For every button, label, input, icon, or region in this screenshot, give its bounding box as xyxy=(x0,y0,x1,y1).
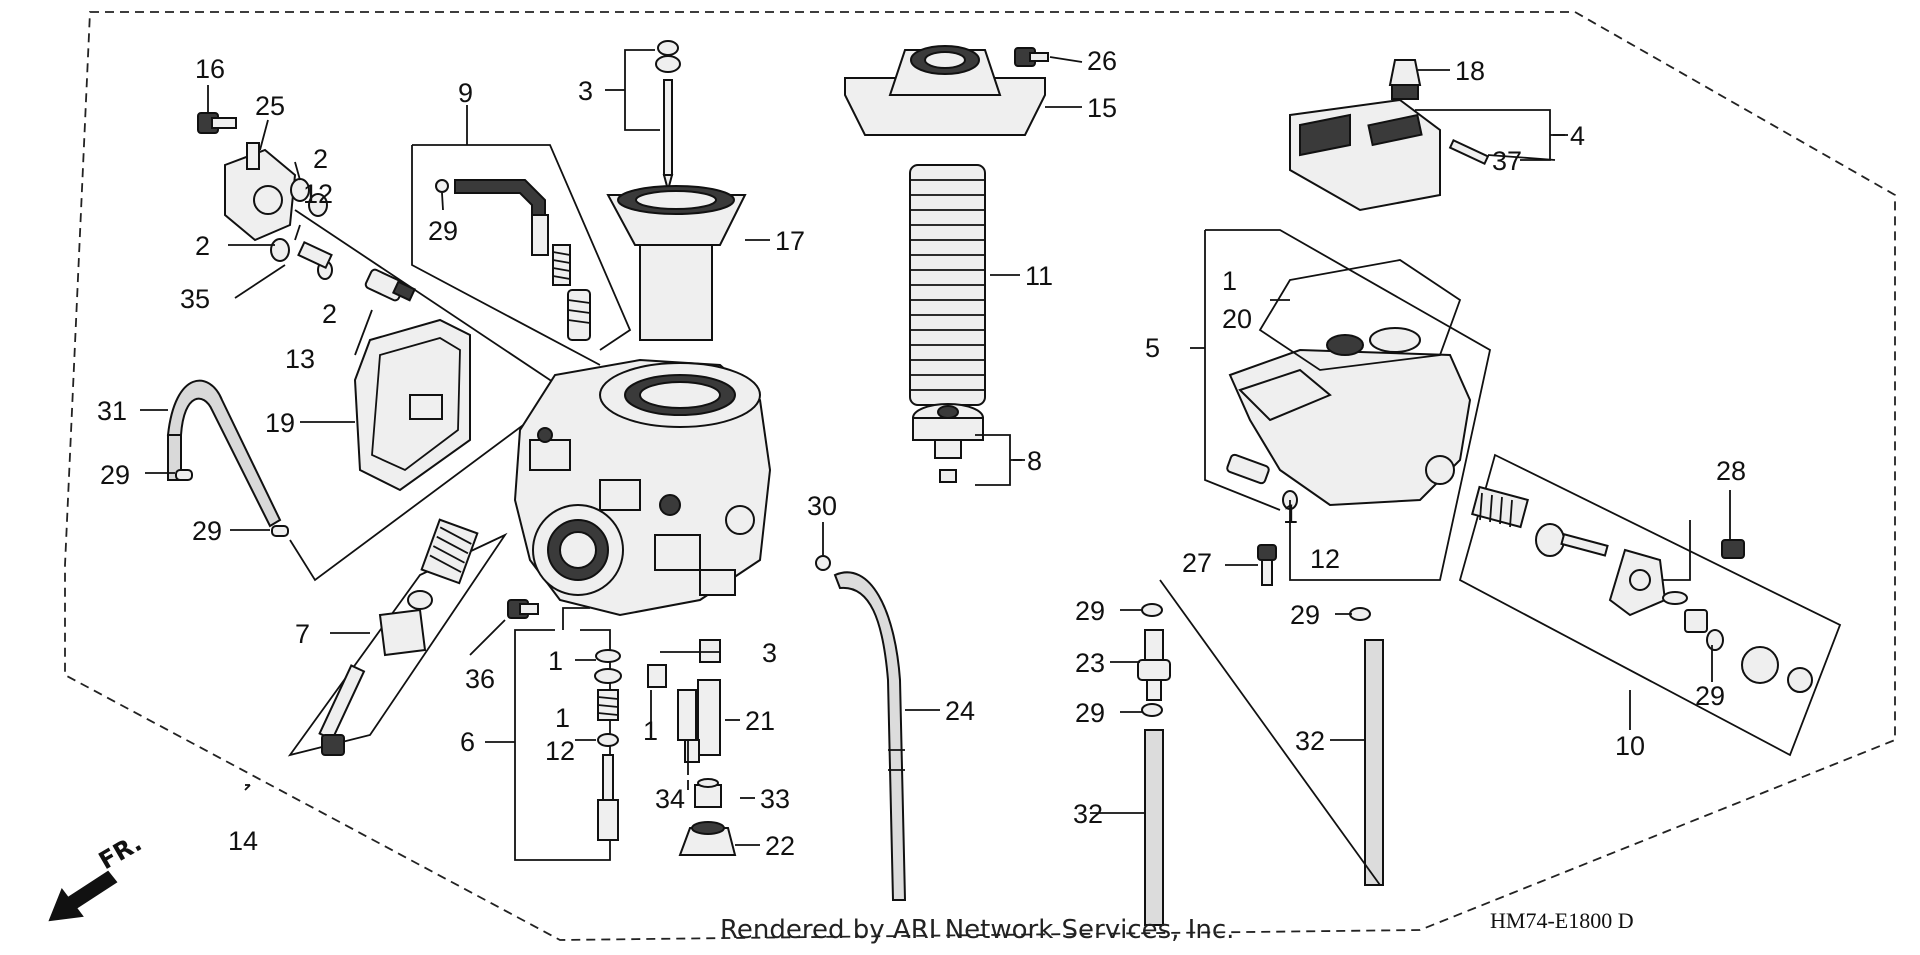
callout-10: 10 xyxy=(1615,731,1645,761)
front-direction-arrow xyxy=(48,870,118,922)
rendered-by-footer: Rendered by ARI Network Services, Inc. xyxy=(720,915,1234,945)
callout-29: 29 xyxy=(428,216,458,246)
breather-tubes xyxy=(1137,603,1384,926)
throttle-stop-cap xyxy=(1388,59,1422,100)
callout-1: 1 xyxy=(643,716,658,746)
pilot-screw-set xyxy=(594,649,622,841)
callout-12: 12 xyxy=(545,736,575,766)
fr-label: FR. xyxy=(94,829,146,875)
callout-2: 2 xyxy=(313,144,328,174)
callout-26: 26 xyxy=(1087,46,1117,76)
callout-18: 18 xyxy=(1455,56,1485,86)
carburetor-body xyxy=(513,358,772,617)
vacuum-piston xyxy=(606,185,747,341)
callout-21: 21 xyxy=(745,706,775,736)
callout-23: 23 xyxy=(1075,648,1105,678)
vent-tube-left xyxy=(166,379,282,528)
callout-29: 29 xyxy=(1075,596,1105,626)
drain-tube xyxy=(815,555,907,901)
callout-29: 29 xyxy=(100,460,130,490)
fuel-inlet-joint xyxy=(197,112,581,401)
callout-1: 1 xyxy=(1222,266,1237,296)
top-cover xyxy=(844,45,1046,136)
jet-needle xyxy=(655,40,681,194)
callout-37: 37 xyxy=(1492,146,1522,176)
callout-9: 9 xyxy=(458,78,473,108)
callout-11: 11 xyxy=(1025,261,1053,291)
callout-dashes xyxy=(605,89,1568,461)
callout-3: 3 xyxy=(578,76,593,106)
callout-12: 12 xyxy=(1310,544,1340,574)
callout-28: 28 xyxy=(1716,456,1746,486)
callout-2: 2 xyxy=(322,299,337,329)
leader-lines xyxy=(140,56,1731,846)
callout-2: 2 xyxy=(195,231,210,261)
callout-31: 31 xyxy=(97,396,127,426)
callout-8: 8 xyxy=(1027,446,1042,476)
pilot-screw-kit xyxy=(435,179,591,341)
callout-29: 29 xyxy=(1075,698,1105,728)
callout-19: 19 xyxy=(265,408,295,438)
callout-16: 16 xyxy=(195,54,225,84)
callout-12: 12 xyxy=(303,179,333,209)
callout-4: 4 xyxy=(1570,121,1585,151)
float-chamber xyxy=(1226,259,1472,510)
callout-3: 3 xyxy=(762,638,777,668)
callout-7: 7 xyxy=(295,619,310,649)
callout-35: 35 xyxy=(180,284,210,314)
float-cover-top xyxy=(1289,98,1490,212)
callout-29: 29 xyxy=(192,516,222,546)
assembly-boundary xyxy=(64,11,1896,941)
callout-30: 30 xyxy=(807,491,837,521)
drawing-code: HM74-E1800 D xyxy=(1490,908,1634,933)
choke-plunger-set xyxy=(318,518,479,756)
callout-labels: 16 25 2 12 2 35 2 13 31 19 29 29 9 29 3 … xyxy=(97,46,1746,861)
callout-34: 34 xyxy=(655,784,685,814)
callout-32: 32 xyxy=(1073,799,1103,829)
callout-22: 22 xyxy=(765,831,795,861)
accelerator-pump-set xyxy=(1471,485,1813,693)
callout-13: 13 xyxy=(285,344,315,374)
float-chamber-cover xyxy=(353,318,471,492)
callout-33: 33 xyxy=(760,784,790,814)
spring-bellows xyxy=(909,164,986,406)
callout-27: 27 xyxy=(1182,548,1212,578)
callout-5: 5 xyxy=(1145,333,1160,363)
callout-15: 15 xyxy=(1087,93,1117,123)
callout-29: 29 xyxy=(1290,600,1320,630)
callout-25: 25 xyxy=(255,91,285,121)
callout-29: 29 xyxy=(1695,681,1725,711)
callout-24: 24 xyxy=(945,696,975,726)
needle-jet-holder xyxy=(912,403,984,483)
callout-20: 20 xyxy=(1222,304,1252,334)
callout-1: 1 xyxy=(548,646,563,676)
main-jet-set xyxy=(647,639,737,856)
callout-1: 1 xyxy=(555,703,570,733)
callout-1: 1 xyxy=(1283,499,1298,529)
callout-17: 17 xyxy=(775,226,805,256)
callout-14: 14 xyxy=(228,826,258,856)
callout-32: 32 xyxy=(1295,726,1325,756)
callout-36: 36 xyxy=(465,664,495,694)
callout-6: 6 xyxy=(460,727,475,757)
